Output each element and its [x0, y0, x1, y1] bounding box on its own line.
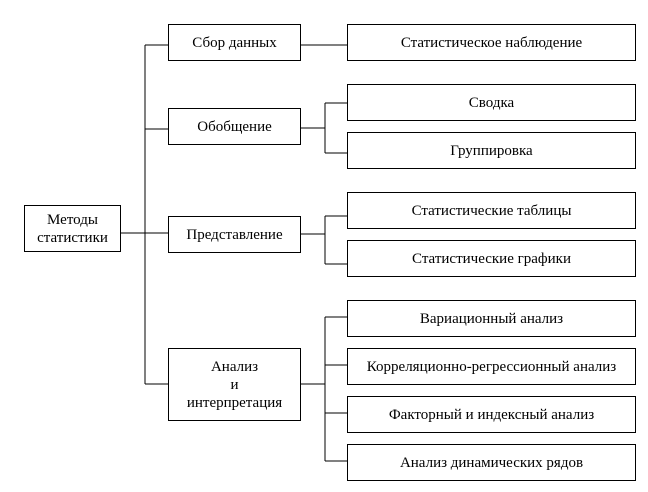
method-node: Статистические таблицы: [347, 192, 636, 229]
stage-node-analysis: Анализ и интерпретация: [168, 348, 301, 421]
method-node: Вариационный анализ: [347, 300, 636, 337]
stage-node-generalization: Обобщение: [168, 108, 301, 145]
method-node: Анализ динамических рядов: [347, 444, 636, 481]
method-node: Статистические графики: [347, 240, 636, 277]
method-node: Факторный и индексный анализ: [347, 396, 636, 433]
root-node: Методы статистики: [24, 205, 121, 252]
method-node: Статистическое наблюдение: [347, 24, 636, 61]
method-node: Группировка: [347, 132, 636, 169]
method-node: Корреляционно-регрессионный анализ: [347, 348, 636, 385]
stage-node-collection: Сбор данных: [168, 24, 301, 61]
stage-node-presentation: Представление: [168, 216, 301, 253]
method-node: Сводка: [347, 84, 636, 121]
